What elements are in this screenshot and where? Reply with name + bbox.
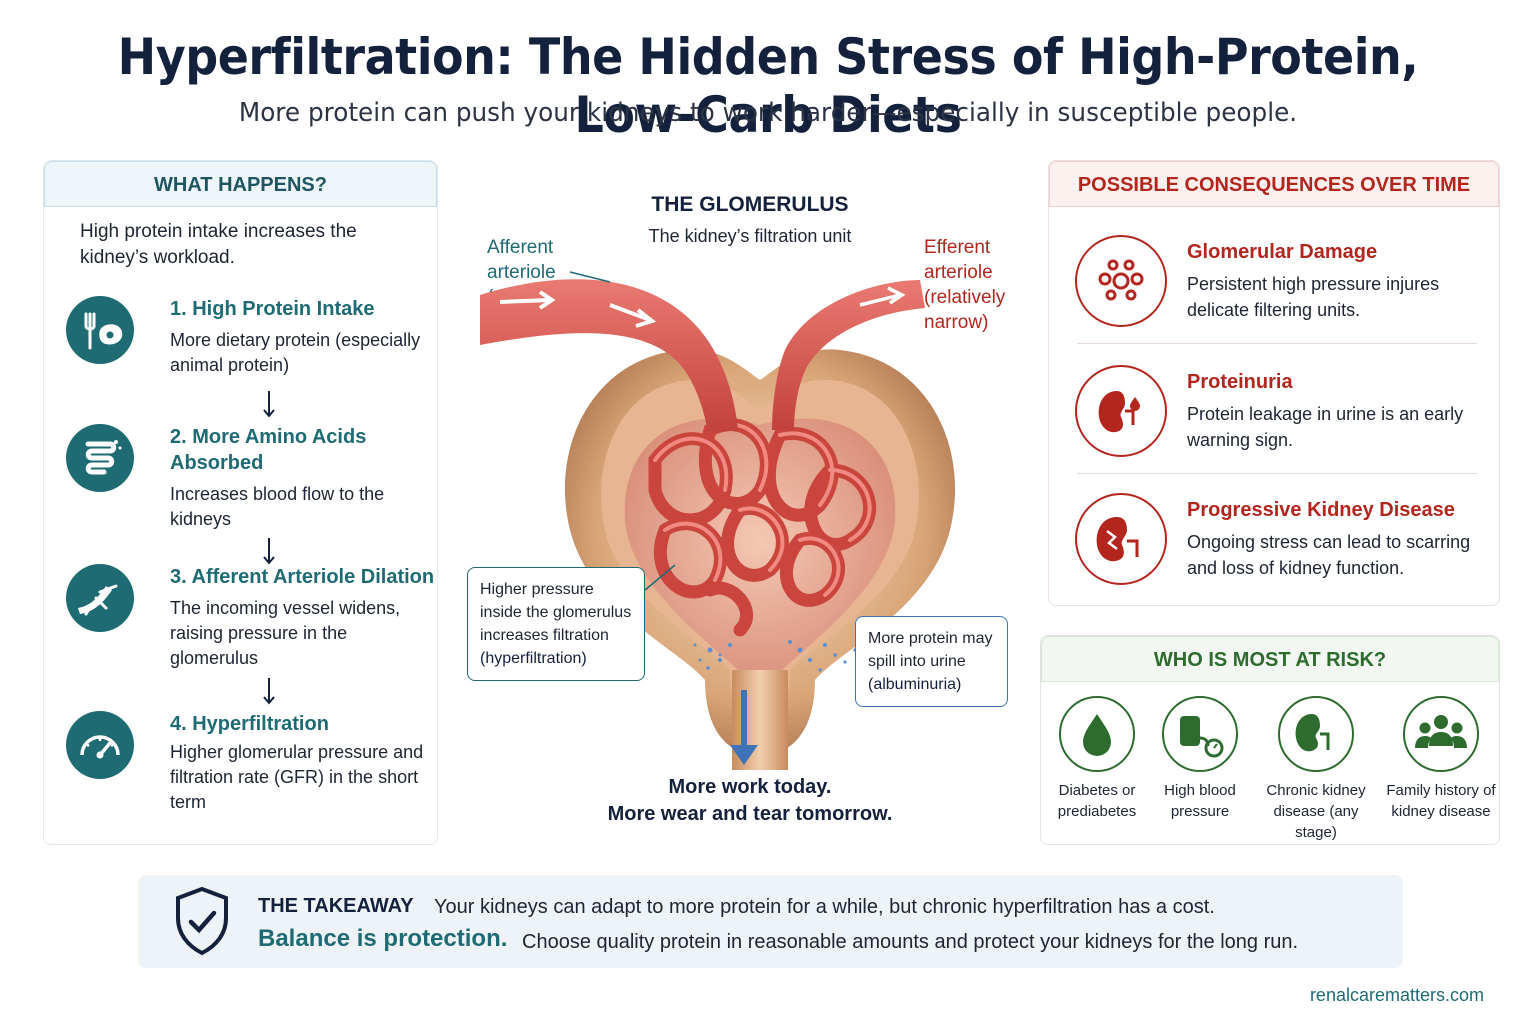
risk-panel: WHO IS MOST AT RISK? Diabetes or prediab… bbox=[1040, 635, 1500, 845]
takeaway-label: THE TAKEAWAY bbox=[258, 895, 414, 917]
step-3-text: The incoming vessel widens, raising pres… bbox=[170, 598, 401, 668]
consequence-title: Progressive Kidney Disease bbox=[1187, 499, 1455, 521]
what-happens-panel: WHAT HAPPENS? High protein intake increa… bbox=[43, 160, 438, 845]
risk-diabetes: Diabetes or prediabetes bbox=[1037, 696, 1157, 822]
vessel-icon bbox=[66, 564, 134, 632]
flow-arrow-icon bbox=[499, 290, 556, 310]
down-arrow-icon bbox=[263, 538, 275, 565]
kidney-drop-icon bbox=[1075, 365, 1167, 457]
flow-arrow-icon bbox=[859, 286, 906, 307]
efferent-arteriole bbox=[772, 280, 925, 430]
takeaway-banner: THE TAKEAWAY Your kidneys can adapt to m… bbox=[138, 875, 1403, 968]
what-happens-intro: High protein intake increases the kidney… bbox=[80, 221, 357, 268]
consequences-panel: POSSIBLE CONSEQUENCES OVER TIME Glomerul… bbox=[1048, 160, 1500, 606]
afferent-arteriole bbox=[480, 279, 738, 432]
efferent-label: Efferent arteriole (relatively narrow) bbox=[924, 237, 1006, 333]
what-happens-heading: WHAT HAPPENS? bbox=[44, 161, 437, 207]
consequences-heading: POSSIBLE CONSEQUENCES OVER TIME bbox=[1049, 161, 1499, 207]
cells-icon bbox=[1075, 235, 1167, 327]
consequence-text: Protein leakage in urine is an early war… bbox=[1187, 404, 1464, 450]
risk-family-history: Family history of kidney disease bbox=[1381, 696, 1501, 822]
shield-check-icon bbox=[176, 886, 228, 956]
gauge-icon bbox=[66, 711, 134, 779]
consequence-title: Proteinuria bbox=[1187, 371, 1293, 393]
step-1-title: 1. High Protein Intake bbox=[170, 298, 375, 320]
step-4-text: Higher glomerular pressure and filtratio… bbox=[170, 742, 424, 812]
pressure-callout: Higher pressure inside the glomerulus in… bbox=[467, 567, 645, 681]
family-icon bbox=[1403, 696, 1479, 772]
glomerulus-subtitle: The kidney’s filtration unit bbox=[648, 226, 852, 246]
risk-chronic-kidney-disease: Chronic kidney disease (any stage) bbox=[1256, 696, 1376, 843]
glomerulus-illustration bbox=[480, 271, 956, 770]
intestine-icon bbox=[66, 424, 134, 492]
risk-high-blood-pressure: High blood pressure bbox=[1140, 696, 1260, 822]
page-subtitle: More protein can push your kidneys to wo… bbox=[238, 98, 1298, 128]
consequence-text: Ongoing stress can lead to scarring and … bbox=[1187, 532, 1471, 578]
risk-heading: WHO IS MOST AT RISK? bbox=[1041, 636, 1499, 682]
page-title: Hyperfiltration: The Hidden Stress of Hi… bbox=[117, 28, 1419, 144]
glomerulus-title: THE GLOMERULUS bbox=[651, 193, 849, 216]
divider bbox=[1077, 343, 1477, 344]
consequence-title: Glomerular Damage bbox=[1187, 241, 1378, 263]
step-3-title: 3. Afferent Arteriole Dilation bbox=[170, 566, 435, 588]
kidney-damaged-icon bbox=[1075, 493, 1167, 585]
takeaway-headline: Balance is protection. bbox=[258, 925, 508, 952]
kidney-icon bbox=[1278, 696, 1354, 772]
urine-arrow-icon bbox=[730, 745, 758, 765]
blood-drop-icon bbox=[1059, 696, 1135, 772]
divider bbox=[1077, 473, 1477, 474]
step-2-text: Increases blood flow to the kidneys bbox=[170, 484, 385, 529]
wear-tomorrow-line: More wear and tear tomorrow. bbox=[607, 803, 893, 825]
blood-pressure-cuff-icon bbox=[1162, 696, 1238, 772]
step-2-title: 2. More Amino Acids Absorbed bbox=[170, 426, 367, 474]
flow-arrow-icon bbox=[609, 303, 657, 328]
protein-callout: More protein may spill into urine (album… bbox=[855, 616, 1008, 707]
work-today-line: More work today. bbox=[668, 776, 832, 798]
down-arrow-icon bbox=[263, 391, 275, 418]
down-arrow-icon bbox=[263, 678, 275, 705]
takeaway-advice: Choose quality protein in reasonable amo… bbox=[522, 931, 1299, 953]
consequence-text: Persistent high pressure injures delicat… bbox=[1187, 274, 1440, 320]
takeaway-text: Your kidneys can adapt to more protein f… bbox=[434, 896, 1215, 918]
website-link[interactable]: renalcarematters.com bbox=[1309, 985, 1484, 1005]
step-4-title: 4. Hyperfiltration bbox=[170, 713, 329, 735]
fork-steak-icon bbox=[66, 296, 134, 364]
step-1-text: More dietary protein (especially animal … bbox=[170, 330, 421, 375]
